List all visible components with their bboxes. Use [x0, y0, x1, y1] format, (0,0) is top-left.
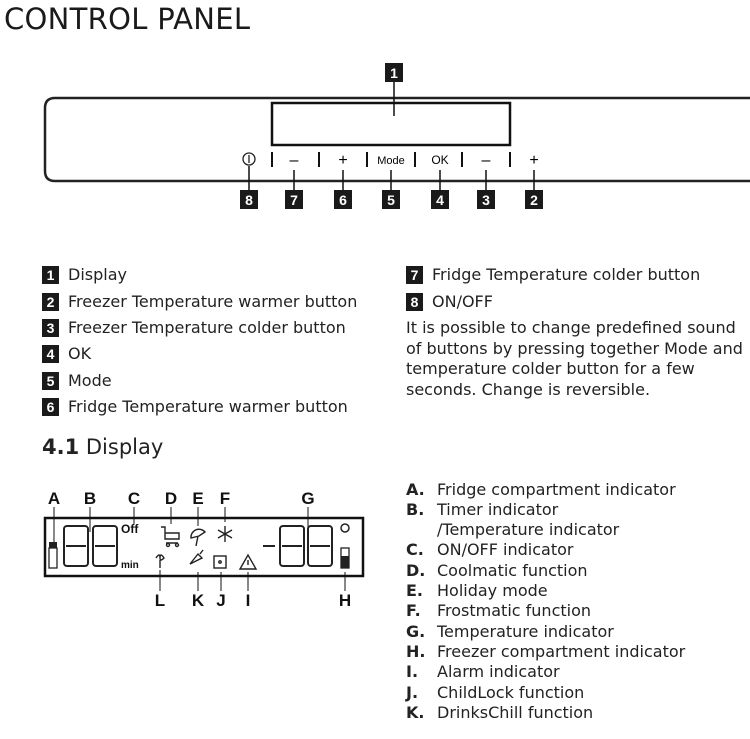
svg-text:E: E	[192, 489, 203, 508]
display-legend-item: H.Freezer compartment indicator	[406, 642, 686, 661]
fridge-compartment-indicator	[48, 547, 58, 569]
display-legend-item: J.ChildLock function	[406, 683, 585, 702]
display-legend-item: I.Alarm indicator	[406, 662, 560, 681]
page-title: CONTROL PANEL	[4, 2, 251, 36]
section-heading: 4.1 Display	[42, 435, 164, 459]
lcd-display-diagram: A B C D E F G L K J I H Off min	[43, 489, 365, 610]
svg-text:A: A	[48, 489, 60, 508]
fridge-colder-button[interactable]: –	[290, 152, 299, 169]
display-legend-item: F.Frostmatic function	[406, 601, 592, 620]
temperature-digits	[263, 525, 333, 567]
svg-text:3: 3	[482, 192, 490, 208]
power-button[interactable]	[242, 152, 256, 166]
svg-text:5: 5	[387, 192, 395, 208]
display-window	[270, 101, 512, 147]
fan-icon	[155, 554, 165, 568]
button-separators	[271, 152, 511, 167]
button-badges: 8 7 6 5 4 3 2	[240, 190, 543, 209]
min-label: min	[121, 560, 139, 571]
display-legend-item: A.Fridge compartment indicator	[406, 480, 676, 499]
childlock-icon	[213, 555, 227, 569]
svg-text:7: 7	[290, 192, 298, 208]
holiday-icon	[190, 528, 207, 547]
display-legend-item: /Temperature indicator	[437, 520, 620, 539]
drinkschill-icon	[189, 549, 204, 565]
mode-button[interactable]: Mode	[377, 155, 405, 167]
display-legend-item: D.Coolmatic function	[406, 561, 588, 580]
svg-text:L: L	[155, 591, 165, 610]
svg-text:B: B	[84, 489, 96, 508]
off-indicator: Off	[121, 522, 139, 536]
display-legend-item: G.Temperature indicator	[406, 622, 614, 641]
sound-note: It is possible to change predefined soun…	[406, 318, 743, 399]
svg-text:H: H	[339, 591, 351, 610]
svg-text:G: G	[301, 489, 314, 508]
svg-text:J: J	[216, 591, 225, 610]
frostmatic-icon	[217, 526, 233, 542]
svg-text:D: D	[165, 489, 177, 508]
svg-text:C: C	[128, 489, 140, 508]
badge-1	[385, 63, 403, 82]
badge-1-label: 1	[390, 65, 398, 81]
coolmatic-icon	[161, 526, 180, 544]
svg-text:8: 8	[245, 192, 253, 208]
svg-text:6: 6	[339, 192, 347, 208]
degree-icon	[340, 523, 350, 533]
svg-text:I: I	[246, 591, 251, 610]
alarm-icon	[238, 553, 258, 570]
freezer-warmer-button[interactable]: +	[529, 152, 538, 169]
display-legend-item: E.Holiday mode	[406, 581, 548, 600]
svg-text:4: 4	[436, 192, 444, 208]
svg-text:2: 2	[530, 192, 538, 208]
power-icon	[242, 152, 256, 166]
freezer-colder-button[interactable]: –	[482, 152, 491, 169]
svg-text:K: K	[192, 591, 205, 610]
panel-outline	[43, 96, 750, 183]
fridge-warmer-button[interactable]: +	[338, 152, 347, 169]
timer-digits	[63, 525, 118, 567]
control-panel-diagram: 1 – + Mode OK – + 8 7 6 5 4 3 2	[43, 63, 750, 209]
display-legend-item: C.ON/OFF indicator	[406, 540, 574, 559]
ok-button[interactable]: OK	[431, 153, 448, 167]
svg-text:F: F	[220, 489, 230, 508]
display-legend-item: B.Timer indicator	[406, 500, 559, 519]
display-legend-item: K.DrinksChill function	[406, 703, 594, 722]
